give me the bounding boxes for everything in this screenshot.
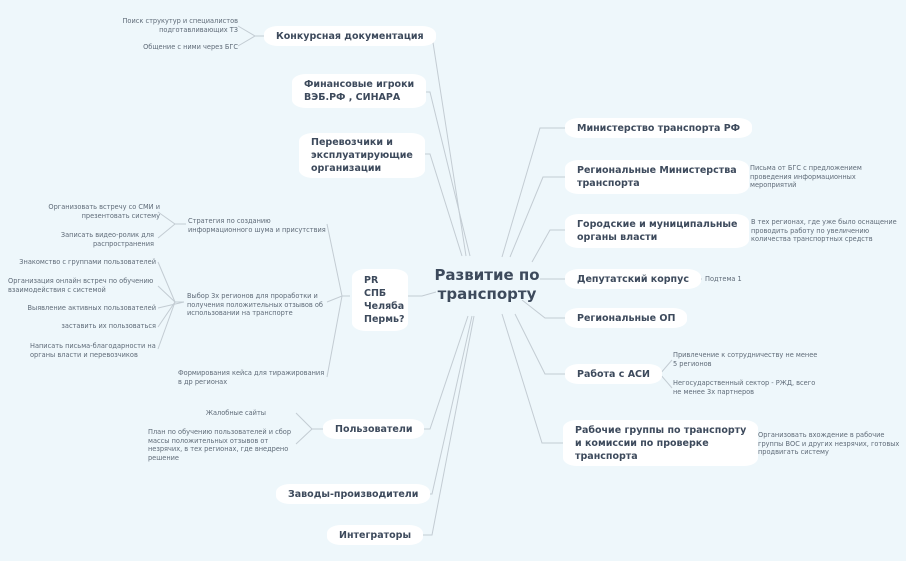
node-pr[interactable]: PR СПБ Челяба Пермь? xyxy=(352,269,408,331)
subtopic-formirovanie-keysa[interactable]: Формирования кейса для тиражирования в д… xyxy=(178,369,325,386)
node-polzovateli[interactable]: Пользователи xyxy=(323,419,425,439)
subtopic-negosudarstvennyy-sektor[interactable]: Негосударственный сектор - РЖД, всего не… xyxy=(673,379,816,396)
subtopic-vyyavlenie[interactable]: Выявление активных пользователей xyxy=(27,304,156,312)
subtopic-znakomstvo[interactable]: Знакомство с группами пользователей xyxy=(19,258,156,266)
subtopic-obshchenie-bgs[interactable]: Общение с ними через БГС xyxy=(143,43,238,51)
subtopic-poisk-struktur[interactable]: Поиск струкутур и специалистов подготавл… xyxy=(122,17,238,34)
subtopic-pisma-blagodarnosti[interactable]: Написать письма-благодарности на органы … xyxy=(30,342,156,359)
subtopic-zapisat-video[interactable]: Записать видео-ролик для распространения xyxy=(60,231,154,248)
subtopic-strategiya[interactable]: Стратегия по созданию информационного шу… xyxy=(188,217,326,234)
subtopic-v-tekh-regionakh[interactable]: В тех регионах, где уже было оснащение п… xyxy=(751,218,897,243)
subtopic-privlechenie[interactable]: Привлечение к сотрудничеству не менее 5 … xyxy=(673,351,818,368)
node-konkursnaya-dokumentatsiya[interactable]: Конкурсная документация xyxy=(264,26,436,46)
node-gorodskie-organy[interactable]: Городские и муниципальные органы власти xyxy=(565,214,750,248)
node-finansovye-igroki[interactable]: Финансовые игроки ВЭБ.РФ , СИНАРА xyxy=(292,74,427,108)
subtopic-podtema-1[interactable]: Подтема 1 xyxy=(705,275,742,283)
node-perevozchiki[interactable]: Перевозчики и эксплуатирующие организаци… xyxy=(299,133,425,178)
subtopic-vybor-regionov[interactable]: Выбор 3х регионов для проработки и получ… xyxy=(187,292,323,317)
central-topic[interactable]: Развитие по транспорту xyxy=(434,266,540,303)
node-zavody-proizvoditeli[interactable]: Заводы-производители xyxy=(276,484,431,504)
subtopic-organizovat-vstrechu-smi[interactable]: Организовать встречу со СМИ и презентова… xyxy=(48,203,160,220)
subtopic-organizovat-vkhozhdenie[interactable]: Организовать вхождение в рабочие группы … xyxy=(758,431,900,456)
node-integratory[interactable]: Интеграторы xyxy=(327,525,424,545)
subtopic-zastavit[interactable]: заставить их пользоваться xyxy=(61,322,156,330)
subtopic-onlayn-vstrechi[interactable]: Организация онлайн встреч по обучению вз… xyxy=(8,277,154,294)
node-rabochie-gruppy[interactable]: Рабочие группы по транспорту и комиссии … xyxy=(563,420,759,466)
node-deputatskiy-korpus[interactable]: Депутатский корпус xyxy=(565,269,701,289)
node-rabota-s-asi[interactable]: Работа с АСИ xyxy=(565,364,662,384)
node-regionalnye-ministerstva[interactable]: Региональные Министерства транспорта xyxy=(565,160,749,194)
node-ministerstvo-transporta[interactable]: Министерство транспорта РФ xyxy=(565,118,753,138)
subtopic-zhalobnye-sayty[interactable]: Жалобные сайты xyxy=(205,409,266,417)
node-regionalnye-op[interactable]: Региональные ОП xyxy=(565,308,688,328)
subtopic-pisma-ot-bgs[interactable]: Письма от БГС с предложением проведения … xyxy=(750,164,862,189)
subtopic-plan-obucheniya[interactable]: План по обучению пользователей и сбор ма… xyxy=(148,428,292,462)
